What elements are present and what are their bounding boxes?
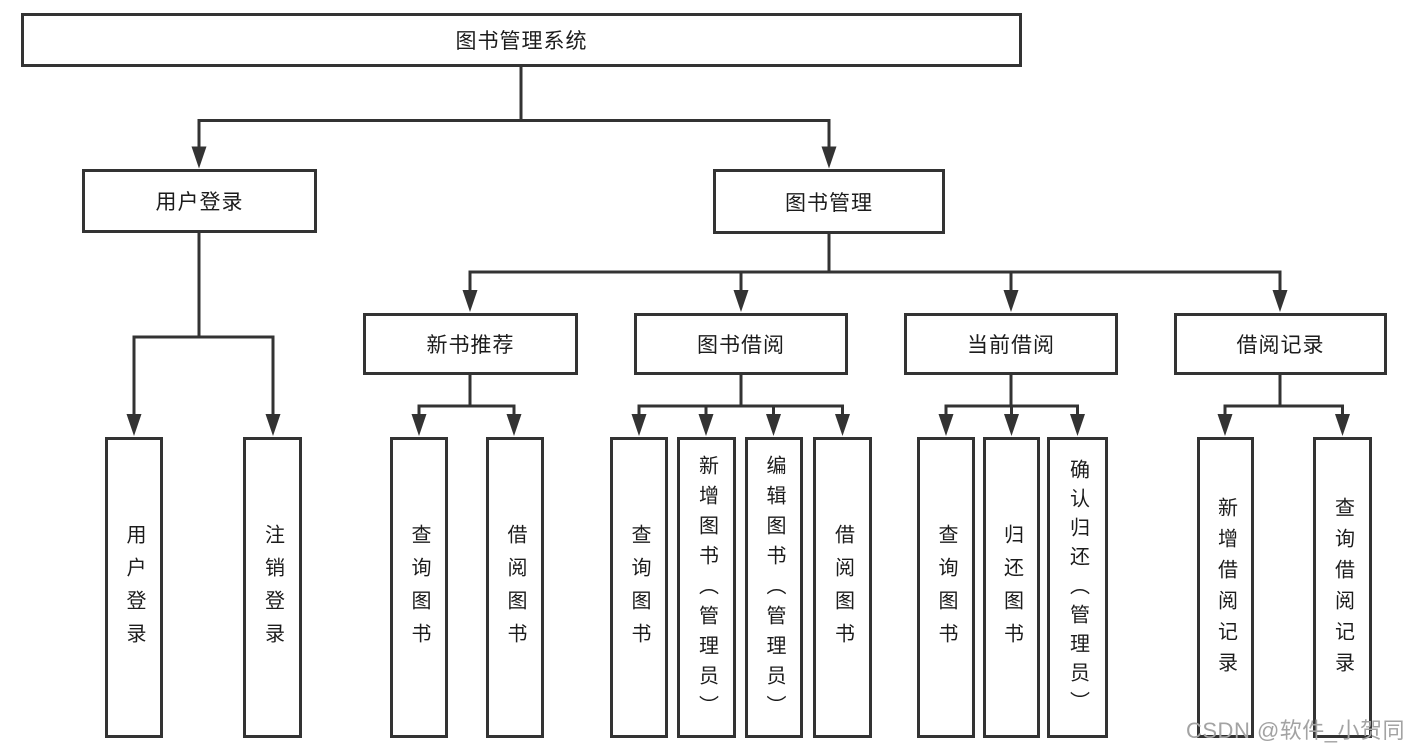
leaf-logout: 注销登录 xyxy=(243,437,302,738)
leaf-confirm-return-admin: 确认归还（管理员） xyxy=(1047,437,1108,738)
node-current-borrowing: 当前借阅 xyxy=(904,313,1118,375)
leaf-user-login: 用户登录 xyxy=(105,437,163,738)
leaf-add-borrow-record: 新增借阅记录 xyxy=(1197,437,1254,738)
node-root: 图书管理系统 xyxy=(21,13,1022,67)
arrowheads xyxy=(126,146,1350,436)
node-book-management: 图书管理 xyxy=(713,169,945,234)
leaf-borrow-books-recommend: 借阅图书 xyxy=(486,437,544,738)
node-book-borrowing: 图书借阅 xyxy=(634,313,848,375)
leaf-query-books-recommend: 查询图书 xyxy=(390,437,448,738)
leaf-query-books-borrowing: 查询图书 xyxy=(610,437,668,738)
node-user-login: 用户登录 xyxy=(82,169,317,233)
leaf-return-books: 归还图书 xyxy=(983,437,1040,738)
leaf-add-book-admin: 新增图书（管理员） xyxy=(677,437,736,738)
leaf-query-borrow-record: 查询借阅记录 xyxy=(1313,437,1372,738)
tree-edges xyxy=(132,66,1344,418)
node-borrowing-records: 借阅记录 xyxy=(1174,313,1387,375)
node-new-book-recommendation: 新书推荐 xyxy=(363,313,578,375)
watermark-text: CSDN @软件_小贺同学 xyxy=(1186,718,1405,743)
leaf-edit-book-admin: 编辑图书（管理员） xyxy=(745,437,803,738)
leaf-query-books-current: 查询图书 xyxy=(917,437,975,738)
leaf-borrow-books-borrowing: 借阅图书 xyxy=(813,437,872,738)
